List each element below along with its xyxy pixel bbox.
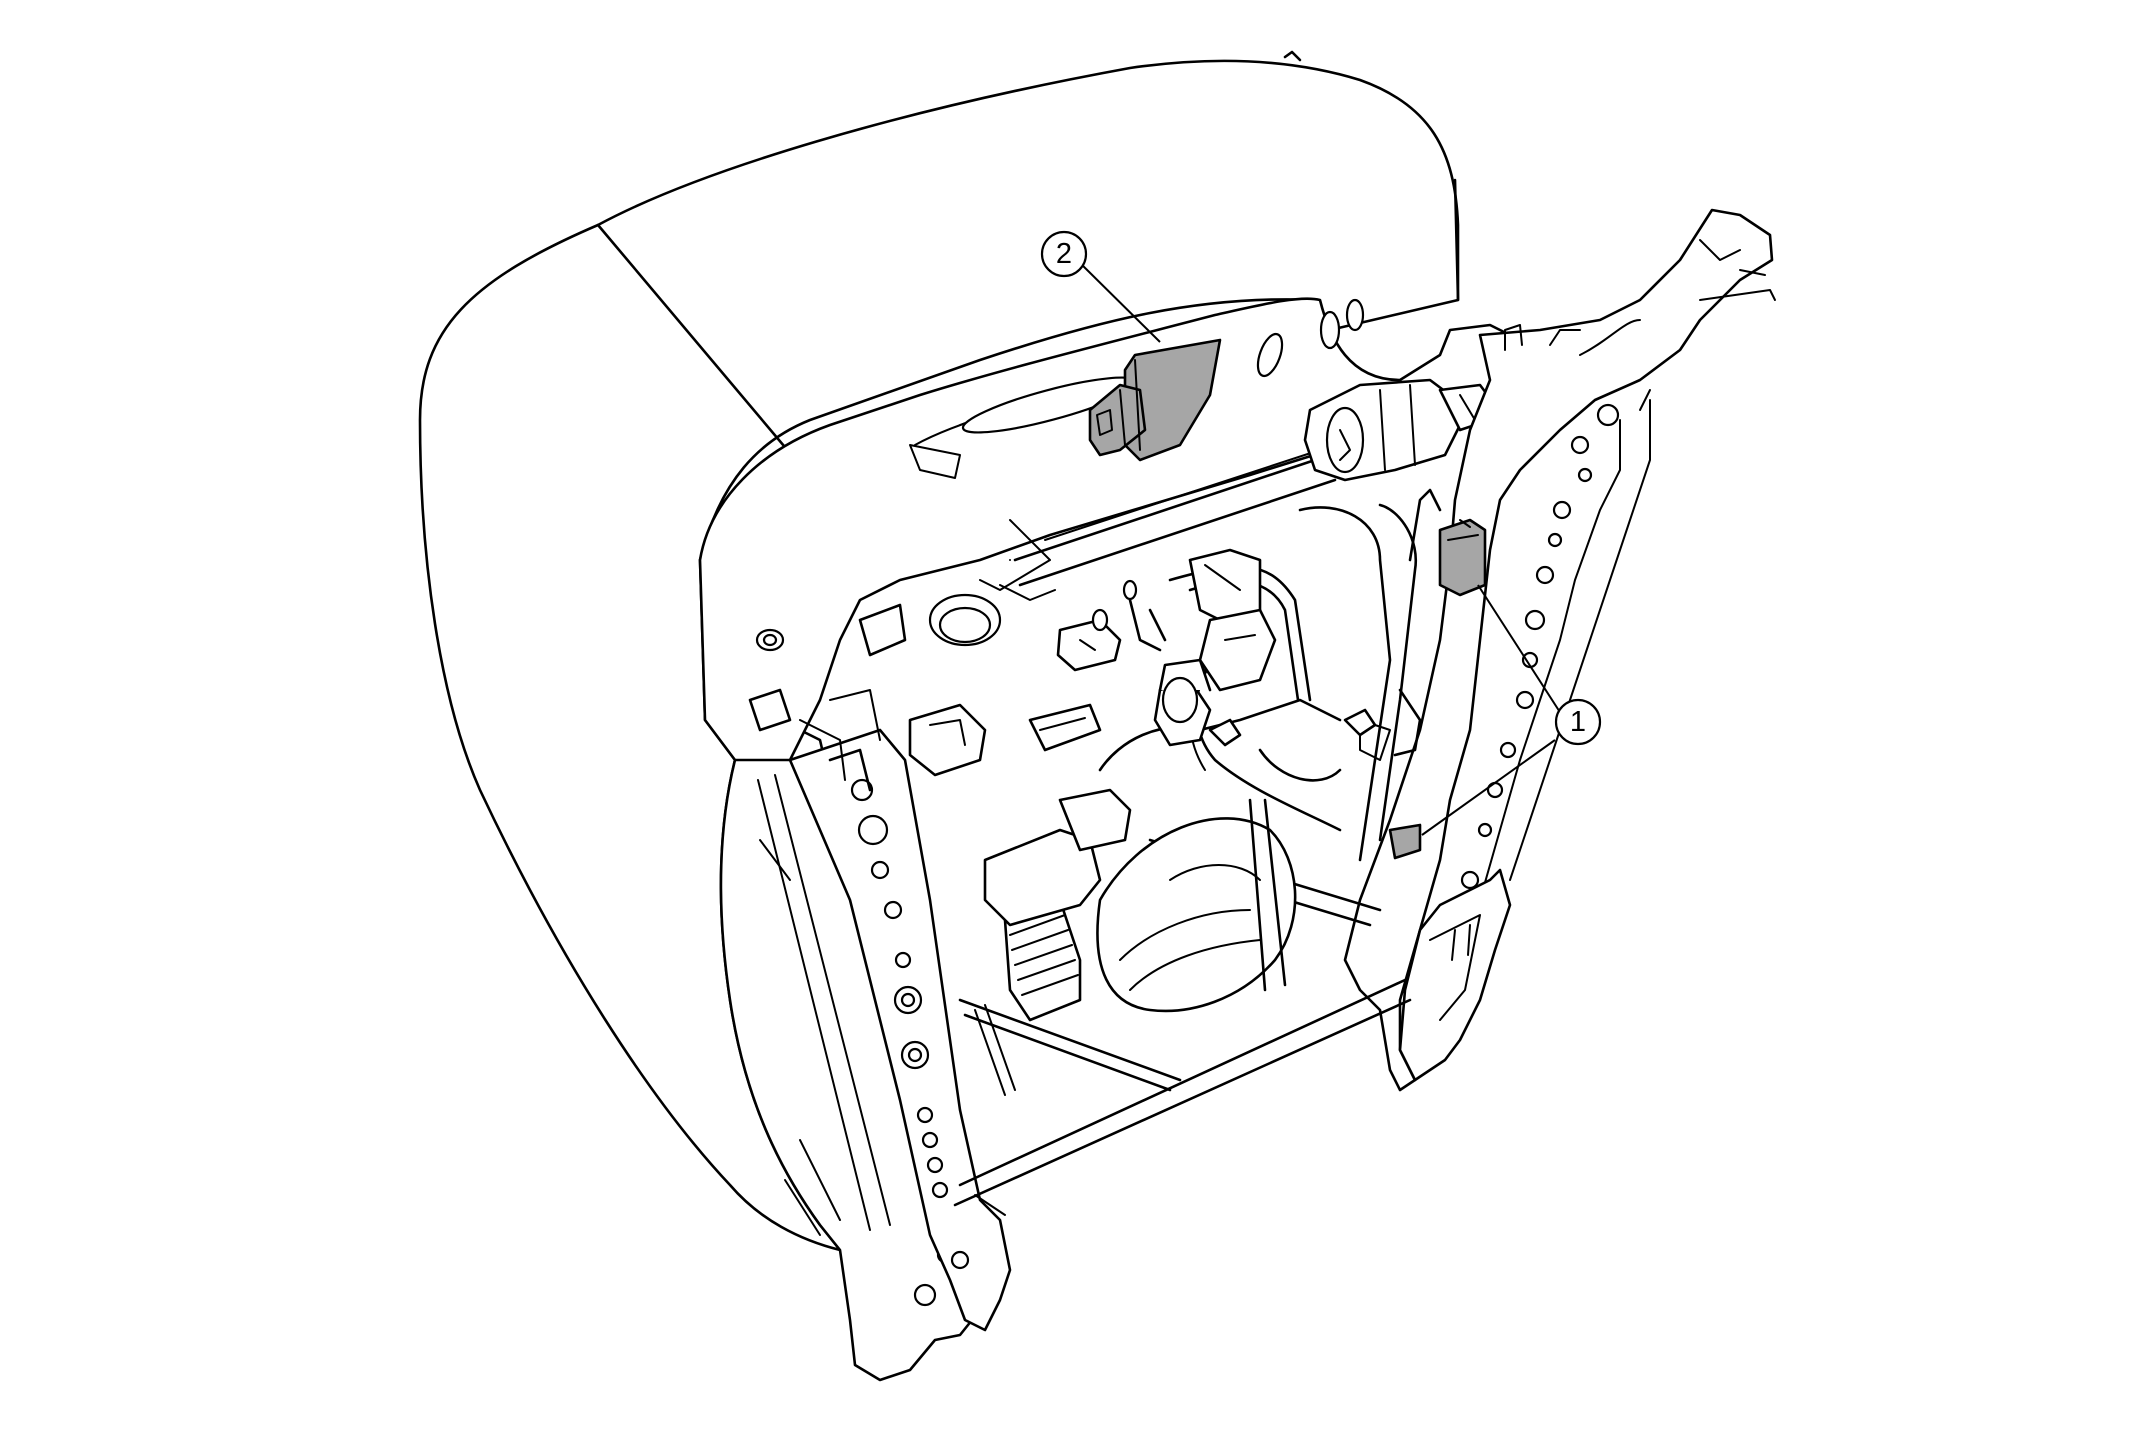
right-side-frame [1343, 208, 1776, 1092]
leader-lines [1074, 257, 1566, 836]
left-side-frame [719, 728, 982, 1382]
part-1-lower-connector [1388, 823, 1422, 860]
part-1-upper-connector [1438, 518, 1487, 597]
part-1-connectors [1388, 518, 1487, 860]
leader-line-2 [1074, 257, 1161, 343]
callout-1-number: 1 [1570, 706, 1586, 738]
callout-1: 1 [1554, 698, 1602, 746]
inner-left-member [788, 728, 1012, 1332]
inner-frame [748, 488, 1442, 1207]
callout-2: 2 [1040, 230, 1088, 278]
part-2-connector [1088, 383, 1147, 457]
motor-assembly [1303, 378, 1497, 482]
callout-2-number: 2 [1056, 238, 1072, 270]
leader-line-1-lower [1421, 739, 1556, 836]
part-2-control-module [1088, 338, 1222, 462]
part-2-module-body [1123, 338, 1222, 462]
callout-2-circle [1040, 230, 1088, 278]
right-lower-bracket [1398, 868, 1512, 1082]
leader-line-1-upper [1477, 584, 1566, 721]
callout-1-circle [1554, 698, 1602, 746]
